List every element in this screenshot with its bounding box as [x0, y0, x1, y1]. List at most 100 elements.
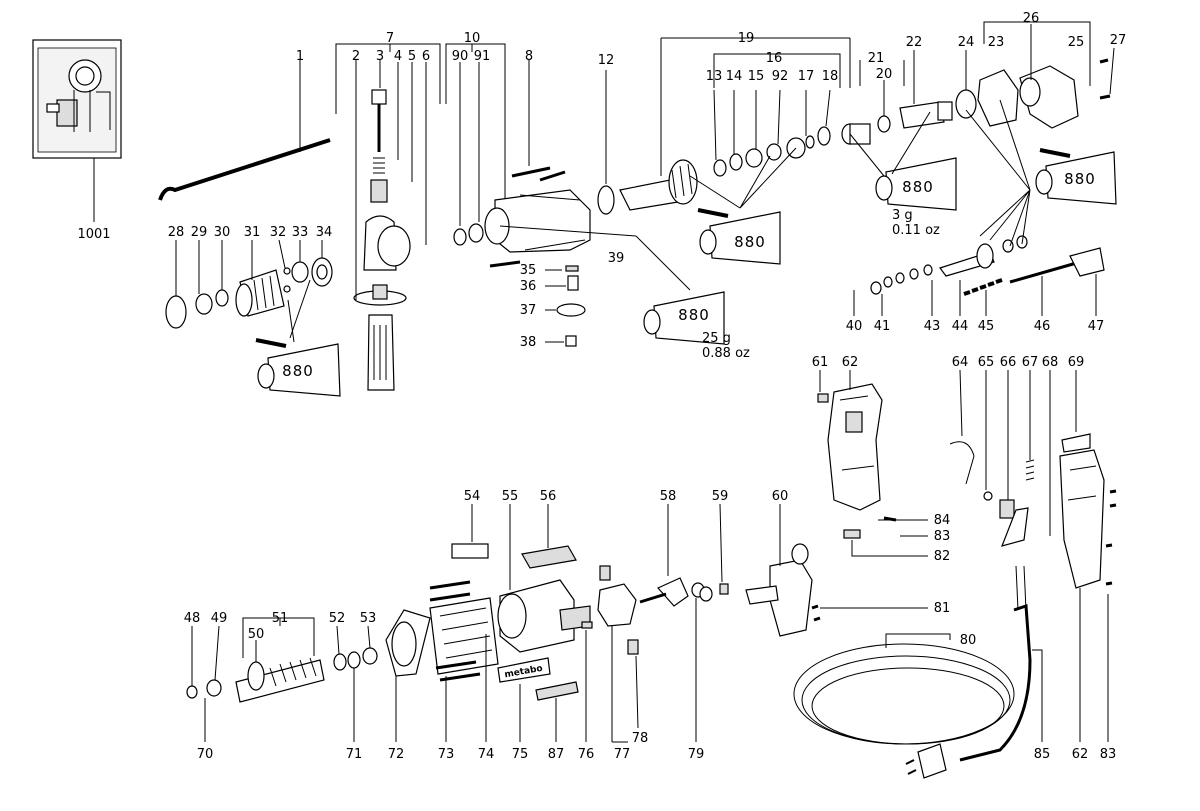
side-handle-assembly [353, 60, 427, 391]
label-80: 80 [960, 633, 977, 648]
label-62-bottom: 62 [1072, 747, 1089, 762]
chuck-parts-28-34 [165, 239, 333, 329]
leader-brackets-top [335, 43, 506, 200]
label-20: 20 [876, 67, 893, 82]
label-61: 61 [812, 355, 829, 370]
switch-cable-parts [949, 369, 1117, 589]
label-12: 12 [598, 53, 615, 68]
grease-tube-1: 880 [255, 279, 341, 397]
label-47: 47 [1088, 319, 1105, 334]
label-69: 69 [1068, 355, 1085, 370]
label-24: 24 [958, 35, 975, 50]
label-85: 85 [1034, 747, 1051, 762]
label-25: 25 [1068, 35, 1085, 50]
stator-and-housing: metabo [429, 504, 593, 742]
label-15: 15 [748, 69, 765, 84]
label-1001: 1001 [77, 227, 110, 242]
label-22: 22 [906, 35, 923, 50]
label-26: 26 [1023, 11, 1040, 26]
label-4: 4 [394, 49, 402, 64]
label-62-top: 62 [842, 355, 859, 370]
label-6: 6 [422, 49, 430, 64]
label-87: 87 [548, 747, 565, 762]
label-56: 56 [540, 489, 557, 504]
label-53: 53 [360, 611, 377, 626]
label-3: 3 [376, 49, 384, 64]
grease-note-2-weight: 25 g [702, 331, 731, 346]
part-number-labels: 1 2 3 4 5 6 7 8 10 12 13 14 15 16 17 18 … [77, 11, 1126, 762]
label-7: 7 [386, 31, 394, 46]
label-75: 75 [512, 747, 529, 762]
label-28: 28 [168, 225, 185, 240]
gear-housing [453, 60, 591, 268]
rod-part-1 [158, 60, 331, 201]
tube-label: 880 [902, 178, 934, 196]
grease-tube-3: 880 [499, 225, 725, 345]
spindle-assembly [597, 37, 851, 215]
switch-assembly-60 [745, 504, 928, 637]
label-8: 8 [525, 49, 533, 64]
label-67: 67 [1022, 355, 1039, 370]
label-38: 38 [520, 335, 537, 350]
brush-holder-parts [597, 503, 729, 743]
label-5: 5 [408, 49, 416, 64]
label-2: 2 [352, 49, 360, 64]
power-cable [793, 565, 1109, 779]
label-35: 35 [520, 263, 537, 278]
label-37: 37 [520, 303, 537, 318]
label-36: 36 [520, 279, 537, 294]
tube-label: 880 [734, 233, 766, 251]
label-74: 74 [478, 747, 495, 762]
impact-assembly [841, 21, 1115, 145]
parts-40-47 [853, 235, 1105, 316]
label-13: 13 [706, 69, 723, 84]
label-90: 90 [452, 49, 469, 64]
label-81: 81 [934, 601, 951, 616]
label-19: 19 [738, 31, 755, 46]
label-65: 65 [978, 355, 995, 370]
label-92: 92 [772, 69, 789, 84]
label-64: 64 [952, 355, 969, 370]
inset-detail-1001 [32, 39, 122, 222]
tube-label: 880 [678, 306, 710, 324]
label-34: 34 [316, 225, 333, 240]
label-51: 51 [272, 611, 289, 626]
label-48: 48 [184, 611, 201, 626]
label-71: 71 [346, 747, 363, 762]
label-72: 72 [388, 747, 405, 762]
armature-and-bearings [186, 609, 431, 742]
grease-note-1-weight: 3 g [892, 208, 913, 223]
label-16: 16 [766, 51, 783, 66]
label-33: 33 [292, 225, 309, 240]
label-54: 54 [464, 489, 481, 504]
label-77: 77 [614, 747, 631, 762]
label-10: 10 [464, 31, 481, 46]
label-1: 1 [296, 49, 304, 64]
handle-housing-left [817, 370, 928, 557]
label-78: 78 [632, 731, 649, 746]
label-68: 68 [1042, 355, 1059, 370]
label-76: 76 [578, 747, 595, 762]
tube-label: 880 [1064, 170, 1096, 188]
label-66: 66 [1000, 355, 1017, 370]
label-29: 29 [191, 225, 208, 240]
label-60: 60 [772, 489, 789, 504]
label-17: 17 [798, 69, 815, 84]
label-21: 21 [868, 51, 885, 66]
label-50: 50 [248, 627, 265, 642]
grease-note-2-oz: 0.88 oz [702, 346, 750, 361]
label-84: 84 [934, 513, 951, 528]
label-91: 91 [474, 49, 491, 64]
grease-note-1-oz: 0.11 oz [892, 223, 940, 238]
label-70: 70 [197, 747, 214, 762]
label-58: 58 [660, 489, 677, 504]
label-30: 30 [214, 225, 231, 240]
label-41: 41 [874, 319, 891, 334]
label-49: 49 [211, 611, 228, 626]
tube-label: 880 [282, 362, 314, 380]
label-73: 73 [438, 747, 455, 762]
label-31: 31 [244, 225, 261, 240]
label-32: 32 [270, 225, 287, 240]
